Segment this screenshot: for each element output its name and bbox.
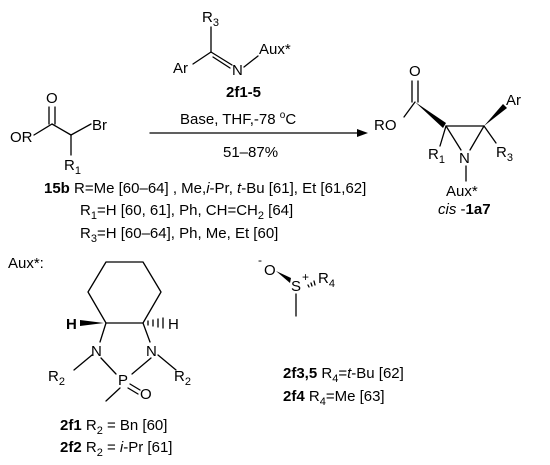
sulfinyl-wedge-o	[276, 271, 291, 283]
aux-definition-label: Aux*:	[8, 255, 44, 272]
bromoester-r1-label: R1	[64, 157, 81, 177]
imine-n-label: N	[232, 62, 243, 79]
phosphoramide-legend-2f2: 2f2 R2 = i-Pr [61]	[60, 439, 172, 459]
product-r1-label: R1	[428, 146, 445, 166]
sulfinyl-auxiliary: - O S + R4 2f3,5 R4=t-Bu [62] 2f4 R4=Me …	[258, 253, 404, 408]
substituent-list: 15b R=Me [60–64] , Me,i-Pr, t-Bu [61], E…	[44, 180, 366, 245]
phosphoramide-wedge-h-left	[80, 320, 104, 326]
phosphoramide-n-p-right	[131, 357, 152, 375]
imine-double-bond-outer	[210, 51, 233, 66]
bromoester-c-o-bond	[33, 123, 53, 136]
product-r3-label: R3	[496, 144, 513, 164]
phosphoramide-legend-2f1: 2f1 R2 = Bn [60]	[60, 417, 167, 437]
imine-ar-label: Ar	[173, 60, 188, 77]
phosphoramide-p-o-bond-1	[129, 383, 141, 391]
substituent-line-r: 15b R=Me [60–64] , Me,i-Pr, t-Bu [61], E…	[44, 180, 366, 197]
product-ar-label: Ar	[506, 92, 521, 109]
phosphoramide-r2-left: R2	[48, 368, 65, 388]
aziridine-product: O RO R1 N Aux* Ar R3 cis -1a7	[374, 63, 521, 218]
phosphoramide-r2-right: R2	[174, 368, 191, 388]
imine-structure: R3 Ar N Aux* 2f1-5	[173, 9, 291, 101]
phosphoramide-n-r2-left-bond	[73, 354, 93, 371]
sulfinyl-o-label: O	[264, 262, 276, 279]
product-ro-label: RO	[374, 117, 397, 134]
bromoester-br-label: Br	[92, 117, 107, 134]
phosphoramide-auxiliary: H H N N R2 R2 P O 2f1 R2 = Bn [60] 2f2 R…	[48, 261, 191, 459]
imine-compound-label: 2f1-5	[226, 84, 261, 101]
reaction-arrowhead	[357, 129, 368, 137]
product-wedge-ester	[415, 102, 446, 128]
conditions-line: Base, THF,-78 oC	[180, 110, 296, 128]
phosphoramide-h-left: H	[66, 316, 77, 333]
substituent-line-r3: R3=H [60–64], Ph, Me, Et [60]	[80, 225, 278, 245]
product-o-label: O	[409, 63, 421, 80]
imine-r3-label: R3	[202, 9, 219, 29]
phosphoramide-p-label: P	[118, 372, 128, 389]
product-c2-r1-bond	[439, 125, 447, 147]
product-c-o-bond	[403, 101, 416, 118]
bromoester-c-ca-bond	[51, 123, 72, 136]
phosphoramide-c-n-right	[142, 322, 151, 343]
phosphoramide-c-n-left	[99, 322, 107, 343]
yield-label: 51–87%	[223, 144, 278, 161]
bromoester-ca-br-bond	[70, 123, 92, 136]
sulfinyl-legend-2f4: 2f4 R4=Me [63]	[283, 388, 385, 408]
sulfinyl-s-label: S	[291, 278, 301, 295]
phosphoramide-hash-h-right	[147, 317, 164, 329]
sulfinyl-hash-r4	[307, 280, 316, 288]
phosphoramide-o-label: O	[140, 386, 152, 403]
product-ring-bond-left	[445, 125, 462, 151]
phosphoramide-n-left: N	[91, 343, 102, 360]
product-c3-r3-bond	[483, 125, 497, 144]
substituent-line-r1: R1=H [60, 61], Ph, CH=CH2 [64]	[80, 202, 293, 222]
sulfinyl-legend-2f35: 2f3,5 R4=t-Bu [62]	[283, 365, 404, 385]
imine-aux-label: Aux*	[259, 41, 291, 58]
bromoester-or-label: OR	[10, 129, 33, 146]
phosphoramide-h-right: H	[168, 316, 179, 333]
product-compound-label: cis -1a7	[438, 201, 491, 218]
phosphoramide-p-o-bond-2	[127, 387, 139, 395]
sulfinyl-s-charge: +	[302, 270, 309, 284]
product-wedge-ar	[484, 104, 507, 126]
sulfinyl-r4-label: R4	[318, 270, 335, 290]
phosphoramide-n-p-left	[100, 357, 117, 375]
cyclohexane-ring	[87, 261, 162, 324]
imine-bond-c-ar	[192, 51, 212, 65]
phosphoramide-n-r2-right-bond	[157, 354, 177, 371]
imine-bond-n-aux	[243, 55, 259, 68]
bromoester-structure: O OR Br R1	[10, 90, 107, 177]
bromoester-o-label: O	[46, 90, 58, 107]
phosphoramide-n-right: N	[146, 343, 157, 360]
product-aux-label: Aux*	[446, 183, 478, 200]
product-ring-bond-right	[469, 125, 485, 151]
sulfinyl-o-charge: -	[258, 253, 262, 267]
phosphoramide-p-methyl	[105, 387, 121, 402]
imine-double-bond-inner	[212, 56, 231, 69]
product-n-label: N	[459, 150, 470, 167]
reaction-arrow-group: Base, THF,-78 oC 51–87%	[149, 110, 368, 161]
